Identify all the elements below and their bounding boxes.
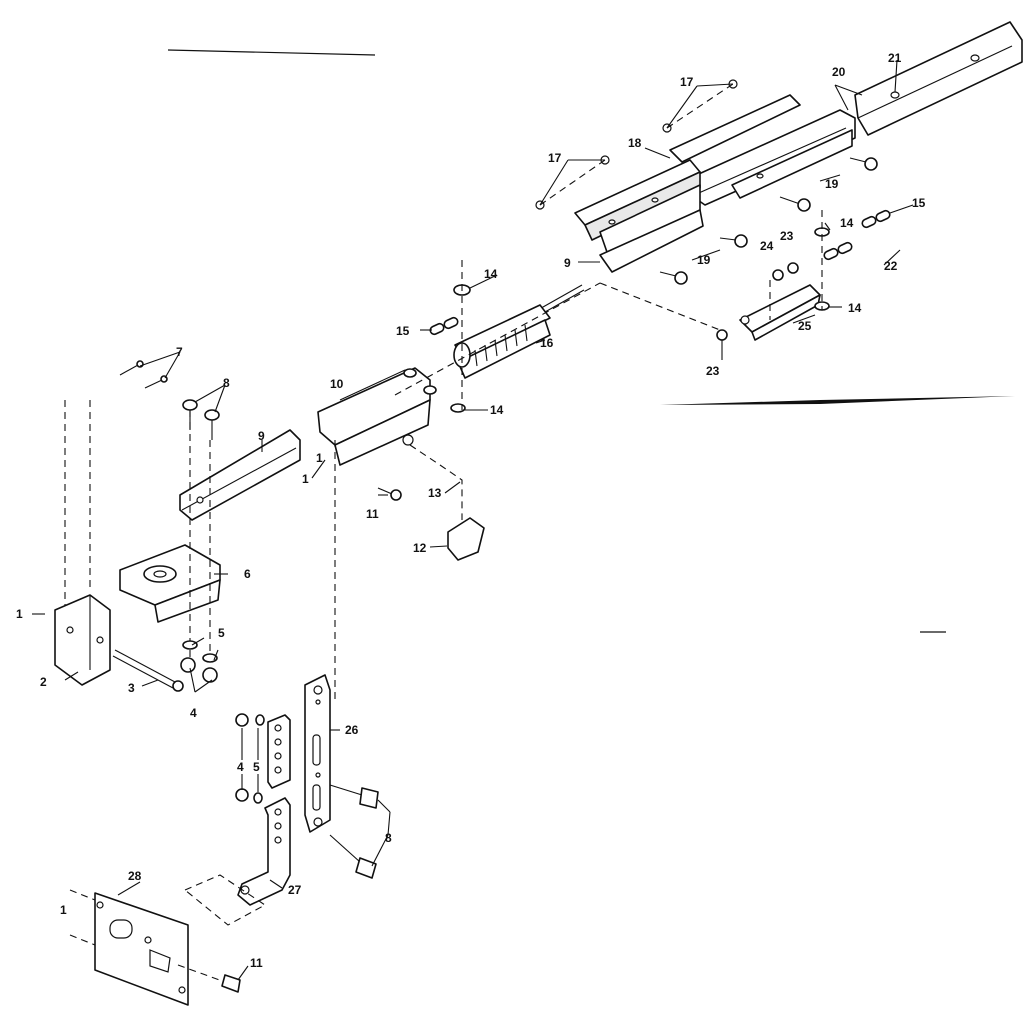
callout-7: 7 bbox=[176, 345, 183, 359]
callout-8: 8 bbox=[223, 376, 230, 390]
callout-8: 8 bbox=[385, 831, 392, 845]
callout-5: 5 bbox=[218, 626, 225, 640]
part-12-handle bbox=[447, 517, 485, 561]
callout-21: 21 bbox=[888, 51, 902, 65]
part-13-rope bbox=[409, 444, 463, 520]
callout-17: 17 bbox=[548, 151, 562, 165]
assembly-line bbox=[599, 282, 721, 331]
callout-14: 14 bbox=[840, 216, 854, 230]
assembly-line bbox=[394, 282, 601, 396]
callout-3: 3 bbox=[128, 681, 135, 695]
part-5-washers bbox=[182, 640, 265, 804]
part-26-door-arm bbox=[304, 674, 331, 833]
callout-9: 9 bbox=[258, 429, 265, 443]
callout-23: 23 bbox=[706, 364, 720, 378]
callout-9: 9 bbox=[564, 256, 571, 270]
callout-1: 1 bbox=[302, 472, 309, 486]
callout-18: 18 bbox=[628, 136, 642, 150]
assembly-line bbox=[539, 159, 606, 206]
part-23-nut-lower bbox=[716, 329, 728, 341]
callout-4: 4 bbox=[190, 706, 197, 720]
callout-26: 26 bbox=[345, 723, 359, 737]
callout-labels: 17 17 18 20 21 19 19 15 22 14 24 23 14 2… bbox=[16, 51, 926, 970]
callout-16: 16 bbox=[540, 336, 554, 350]
callout-1: 1 bbox=[316, 451, 323, 465]
callout-14: 14 bbox=[484, 267, 498, 281]
part-23-nut bbox=[787, 262, 799, 274]
scan-rule-top bbox=[167, 49, 376, 56]
part-10-trolley bbox=[317, 367, 437, 466]
assembly-line bbox=[183, 874, 267, 926]
part-11-bolt bbox=[377, 487, 402, 501]
part-6-bracket bbox=[119, 544, 221, 623]
part-15-chain-links bbox=[823, 209, 891, 261]
part-arm-strip bbox=[267, 714, 291, 789]
callout-14: 14 bbox=[848, 301, 862, 315]
callout-15: 15 bbox=[912, 196, 926, 210]
callout-5: 5 bbox=[253, 760, 260, 774]
scan-rule-right bbox=[660, 396, 1015, 405]
callout-22: 22 bbox=[884, 259, 898, 273]
callout-11: 11 bbox=[250, 956, 263, 970]
callout-10: 10 bbox=[330, 377, 344, 391]
assembly-line bbox=[69, 934, 96, 946]
part-18-rail-sections bbox=[574, 94, 801, 273]
callout-28: 28 bbox=[128, 869, 142, 883]
callout-4: 4 bbox=[237, 760, 244, 774]
part-19-bolts bbox=[659, 157, 878, 285]
part-27-curved-arm bbox=[237, 797, 291, 906]
part-16-spring-assembly bbox=[453, 284, 585, 379]
callout-25: 25 bbox=[798, 319, 812, 333]
callout-14: 14 bbox=[490, 403, 504, 417]
assembly-line bbox=[69, 889, 96, 901]
callout-20: 20 bbox=[832, 65, 846, 79]
callout-19: 19 bbox=[697, 253, 711, 267]
part-4-nuts bbox=[180, 657, 249, 802]
leader-lines bbox=[32, 59, 914, 981]
part-15-chain bbox=[429, 316, 459, 336]
callout-6: 6 bbox=[244, 567, 251, 581]
callout-19: 19 bbox=[825, 177, 839, 191]
callout-1: 1 bbox=[16, 607, 23, 621]
part-20-rail-angles bbox=[689, 109, 856, 206]
callout-17: 17 bbox=[680, 75, 694, 89]
part-11-bolt-lower bbox=[221, 974, 241, 993]
part-21-rail bbox=[854, 21, 1023, 136]
assembly-line bbox=[177, 964, 226, 983]
part-24-washer bbox=[772, 269, 784, 281]
callout-27: 27 bbox=[288, 883, 302, 897]
callout-2: 2 bbox=[40, 675, 47, 689]
part-8-bolts-upper bbox=[182, 399, 220, 440]
part-28-door-bracket bbox=[94, 892, 189, 1006]
callout-1: 1 bbox=[60, 903, 67, 917]
callout-24: 24 bbox=[760, 239, 774, 253]
part-9-rail bbox=[179, 429, 301, 521]
assembly-line bbox=[666, 83, 734, 129]
callout-12: 12 bbox=[413, 541, 427, 555]
part-2-mount bbox=[54, 594, 111, 686]
callout-15: 15 bbox=[396, 324, 410, 338]
part-8-bolts-lower bbox=[329, 784, 379, 879]
callout-11: 11 bbox=[366, 507, 379, 521]
callout-23: 23 bbox=[780, 229, 794, 243]
callout-13: 13 bbox=[428, 486, 442, 500]
part-3-pin bbox=[112, 649, 184, 692]
